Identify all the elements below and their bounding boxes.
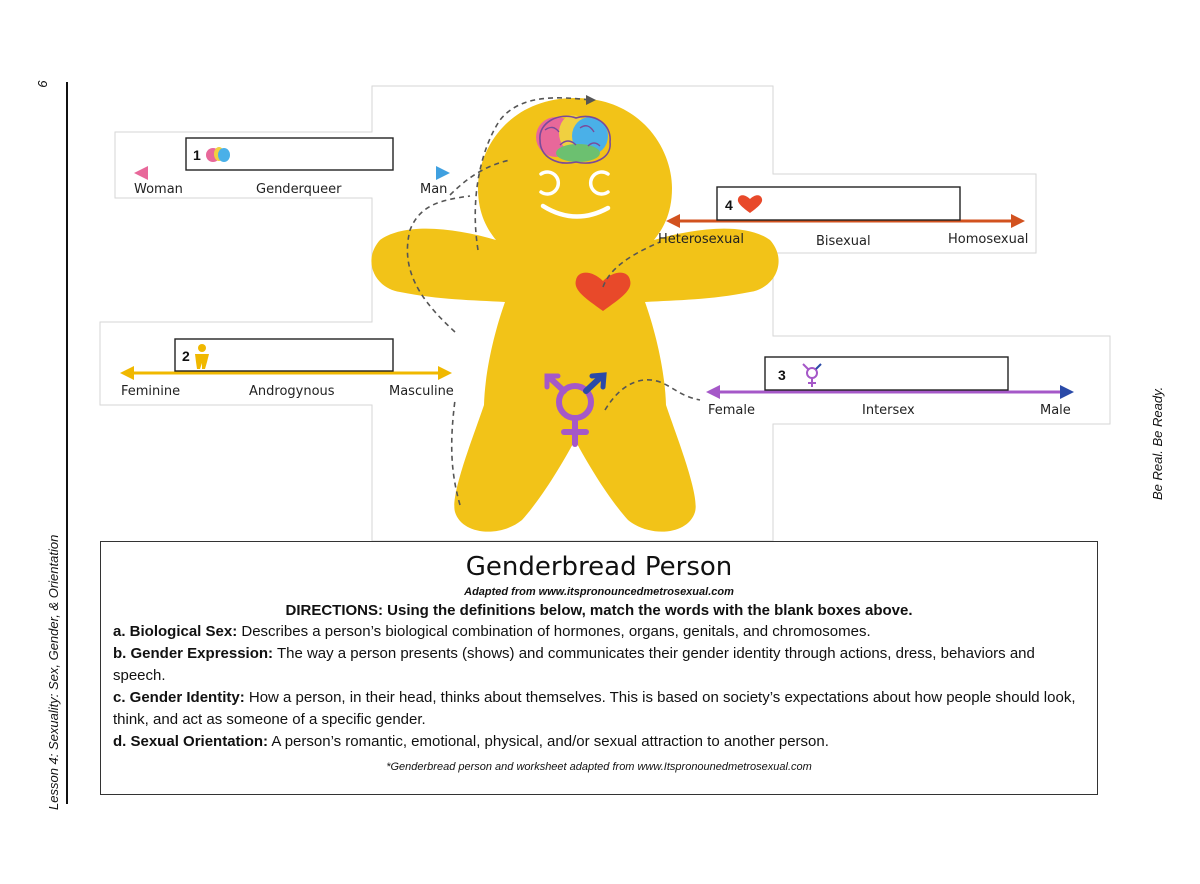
directions-text: DIRECTIONS: Using the definitions below,… [285, 602, 913, 619]
box-number-2: 2 [182, 348, 190, 364]
spectrum-expression: 2 Feminine Androgynous Masculine [120, 338, 454, 399]
definition-term: b. Gender Expression: [113, 645, 274, 662]
label-heterosexual: Heterosexual [658, 232, 744, 247]
definition-sexual-orientation: d. Sexual Orientation: A person’s romant… [113, 731, 1085, 753]
connector-top [474, 97, 591, 251]
label-genderqueer: Genderqueer [256, 182, 342, 197]
label-woman: Woman [134, 182, 183, 197]
connector-orientation [602, 241, 661, 288]
smile [540, 203, 611, 219]
spectrum-identity: 1 Woman Genderqueer Man [134, 137, 450, 197]
definition-text: A person’s romantic, emotional, physical… [268, 733, 829, 750]
label-female: Female [708, 403, 755, 418]
heart-icon [575, 272, 631, 311]
connector-expression [406, 195, 471, 333]
box-number-1: 1 [193, 147, 201, 163]
definition-biological-sex: a. Biological Sex: Describes a person’s … [113, 621, 1085, 643]
gingerbread-body [371, 98, 779, 532]
left-eye [539, 170, 561, 196]
right-eye [588, 170, 610, 196]
spine-rule [66, 82, 68, 804]
definition-gender-expression: b. Gender Expression: The way a person p… [113, 643, 1085, 687]
connector-identity [449, 159, 511, 196]
brain-small-icon [206, 147, 230, 162]
person-small-icon [195, 344, 209, 369]
definition-text: The way a person presents (shows) and co… [113, 645, 1035, 684]
definition-text: How a person, in their head, thinks abou… [113, 689, 1076, 728]
label-bisexual: Bisexual [816, 234, 871, 249]
heart-small-icon [737, 195, 763, 213]
box-number-4: 4 [725, 197, 733, 213]
worksheet-title: Genderbread Person [465, 552, 733, 582]
connector-top-arrowhead [586, 95, 596, 105]
label-man: Man [420, 182, 447, 197]
definition-text: Describes a person’s biological combinat… [237, 623, 871, 640]
blank-box-2[interactable] [174, 338, 394, 372]
definition-term: c. Gender Identity: [113, 689, 245, 706]
brain-icon [536, 115, 611, 164]
worksheet-subtitle: Adapted from www.itspronouncedmetrosexua… [464, 586, 734, 598]
transgender-symbol-icon [544, 372, 607, 447]
directions-panel: Genderbread Person Adapted from www.itsp… [100, 541, 1098, 795]
label-androgynous: Androgynous [249, 384, 335, 399]
label-homosexual: Homosexual [948, 232, 1028, 247]
gender-small-icon [802, 363, 822, 387]
footnote: *Genderbread person and worksheet adapte… [386, 761, 812, 773]
spectrum-orientation: 4 Heterosexual Bisexual Homosexual [658, 186, 1028, 249]
definition-term: a. Biological Sex: [113, 623, 238, 640]
label-feminine: Feminine [121, 384, 180, 399]
definition-term: d. Sexual Orientation: [113, 733, 269, 750]
label-masculine: Masculine [389, 384, 454, 399]
label-male: Male [1040, 403, 1071, 418]
connector-sex [604, 379, 701, 411]
blank-box-3[interactable] [764, 356, 1009, 391]
connector-lines [406, 97, 701, 506]
spectrum-sex: 3 Female Intersex Male [706, 356, 1074, 418]
connector-bottom [450, 399, 461, 506]
label-intersex: Intersex [862, 403, 915, 418]
box-number-3: 3 [778, 367, 786, 383]
definition-gender-identity: c. Gender Identity: How a person, in the… [113, 687, 1085, 731]
